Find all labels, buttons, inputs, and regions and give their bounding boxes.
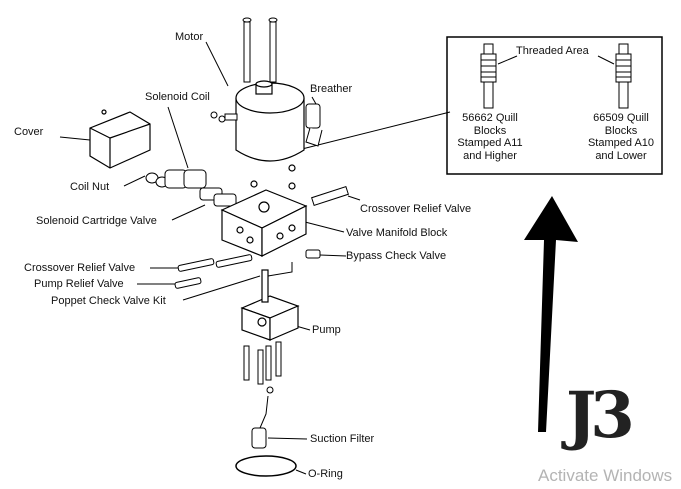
crossover-relief-valve-left-icon: [177, 254, 253, 272]
breather-icon: [305, 103, 323, 147]
valve-manifold-block-icon: [220, 164, 308, 257]
label-motor: Motor: [175, 31, 204, 43]
solenoid-coil-icon: [145, 111, 238, 207]
label-o-ring: O-Ring: [308, 468, 343, 480]
bolts-bottom: [243, 341, 282, 385]
inset-box: [446, 36, 663, 175]
label-breather: Breather: [310, 83, 353, 95]
inset-right-caption: 66509 Quill Blocks Stamped A10 and Lower: [587, 112, 655, 162]
suction-filter-icon: [251, 386, 274, 449]
label-valve-manifold-block: Valve Manifold Block: [346, 227, 448, 239]
j3-logo: J3: [566, 378, 635, 453]
bolts-top: [242, 17, 278, 83]
label-pump-relief-valve: Pump Relief Valve: [34, 278, 124, 290]
label-poppet-check-valve-kit: Poppet Check Valve Kit: [51, 295, 166, 307]
crossover-relief-valve-right-icon: [311, 186, 349, 206]
pump-icon: [240, 269, 300, 341]
cover-icon: [89, 109, 151, 169]
up-arrow-icon: [524, 196, 578, 432]
bypass-check-valve-icon: [305, 249, 321, 259]
motor-icon: [235, 80, 305, 162]
label-pump: Pump: [312, 324, 341, 336]
label-solenoid-cartridge-valve: Solenoid Cartridge Valve: [36, 215, 157, 227]
label-crossover-relief-valve-left: Crossover Relief Valve: [24, 262, 136, 274]
quill-right-icon: [615, 43, 632, 109]
activate-windows-watermark: Activate Windows: [538, 466, 673, 485]
inset-left-caption: 56662 Quill Blocks Stamped A11 and Highe…: [457, 112, 523, 162]
label-coil-nut: Coil Nut: [70, 181, 110, 193]
label-crossover-relief-valve-right: Crossover Relief Valve: [360, 203, 472, 215]
label-suction-filter: Suction Filter: [310, 433, 375, 445]
label-bypass-check-valve: Bypass Check Valve: [346, 250, 447, 262]
quill-left-icon: [480, 43, 497, 109]
o-ring-icon: [235, 455, 297, 477]
label-solenoid-coil: Solenoid Coil: [145, 91, 210, 103]
inset-title: Threaded Area: [516, 45, 589, 57]
label-cover: Cover: [14, 126, 44, 138]
pump-relief-valve-icon: [174, 277, 202, 289]
